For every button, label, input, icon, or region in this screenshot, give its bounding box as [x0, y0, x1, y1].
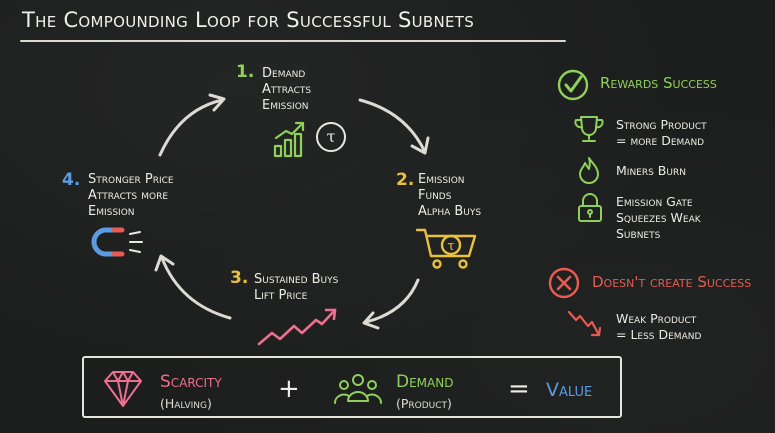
rewards-item-miners-burn: Miners Burn — [616, 163, 686, 179]
step-2-number: 2. — [396, 170, 415, 190]
arrow-3-to-4 — [160, 256, 232, 320]
step-3-line: Sustained Buys — [254, 272, 339, 287]
rewards-item-strong-product: Strong Product = more Demand — [616, 117, 707, 149]
scarcity-sub: (Halving) — [160, 396, 212, 411]
step-4-number: 4. — [62, 170, 81, 190]
not-success-item-line: Weak Product — [616, 311, 697, 326]
step-1-text: Demand Attracts Emission — [262, 66, 311, 114]
not-success-item-weak-product: Weak Product = Less Demand — [616, 311, 701, 343]
rewards-item-emission-gate: Emission Gate Squeezes Weak Subnets — [616, 194, 701, 242]
value-label: Value — [546, 379, 593, 401]
step-4: 4. — [62, 170, 80, 190]
arrow-4-to-1-head — [208, 93, 226, 112]
chart-up-icon — [273, 121, 305, 158]
step-1-line: Attracts — [262, 82, 312, 97]
rewards-item-line: Squeezes Weak — [616, 210, 701, 225]
page-title: The Compounding Loop for Successful Subn… — [22, 8, 475, 32]
step-3-text: Sustained Buys Lift Price — [254, 272, 338, 304]
step-2-line: Emission — [418, 172, 465, 187]
step-1-line: Demand — [262, 66, 306, 81]
title-underline — [20, 40, 566, 42]
trophy-icon — [574, 116, 604, 142]
rewards-item-line: Strong Product — [616, 117, 707, 132]
rewards-item-line: Emission Gate — [616, 194, 693, 209]
step-1-line: Emission — [262, 98, 309, 113]
tau-coin-icon: τ — [316, 122, 346, 152]
people-icon — [334, 374, 382, 404]
diamond-icon — [104, 371, 142, 407]
not-success-item-line: = Less Demand — [616, 327, 702, 342]
step-2-line: Funds — [418, 188, 452, 203]
cycle-arrows — [154, 93, 430, 330]
step-3: 3. — [230, 268, 248, 288]
trend-up-icon — [257, 308, 337, 346]
rewards-item-line: = more Demand — [616, 133, 705, 148]
demand-sub: (Product) — [396, 396, 452, 411]
arrow-3-to-4-head — [154, 254, 175, 272]
not-success-heading: Doesn't create Success — [592, 273, 752, 291]
step-2-text: Emission Funds Alpha Buys — [418, 172, 481, 220]
step-4-line: Attracts more — [88, 188, 169, 203]
step-3-number: 3. — [230, 268, 249, 288]
arrow-2-to-3-head — [362, 311, 380, 330]
arrow-4-to-1 — [158, 98, 224, 157]
step-4-line: Stronger Price — [88, 172, 174, 187]
plus-sign: + — [278, 374, 300, 404]
rewards-heading: Rewards Success — [600, 74, 717, 92]
step-3-line: Lift Price — [254, 288, 308, 303]
step-1-number: 1. — [236, 62, 255, 82]
arrow-1-to-2-head — [410, 136, 430, 155]
check-circle-icon — [557, 69, 589, 101]
magnet-icon — [91, 227, 143, 257]
step-4-line: Emission — [88, 204, 135, 219]
step-2: 2. — [396, 170, 414, 190]
rewards-item-line: Miners Burn — [616, 163, 686, 178]
trend-down-icon — [567, 310, 602, 337]
cart-tau-icon: τ — [415, 228, 477, 269]
flame-icon — [579, 157, 599, 184]
tau-glyph-2: τ — [447, 239, 454, 254]
rewards-item-line: Subnets — [616, 226, 661, 241]
step-1: 1. — [236, 62, 254, 82]
equation-box — [82, 356, 622, 418]
step-4-text: Stronger Price Attracts more Emission — [88, 172, 174, 220]
tau-glyph-1: τ — [327, 127, 336, 146]
lock-icon — [578, 193, 602, 222]
equals-sign: = — [508, 374, 530, 404]
arrow-2-to-3 — [364, 278, 420, 324]
demand-label: Demand — [396, 372, 454, 392]
x-circle-icon — [548, 267, 580, 299]
scarcity-label: Scarcity — [160, 372, 222, 392]
step-2-line: Alpha Buys — [418, 204, 482, 219]
arrow-1-to-2 — [358, 98, 426, 152]
